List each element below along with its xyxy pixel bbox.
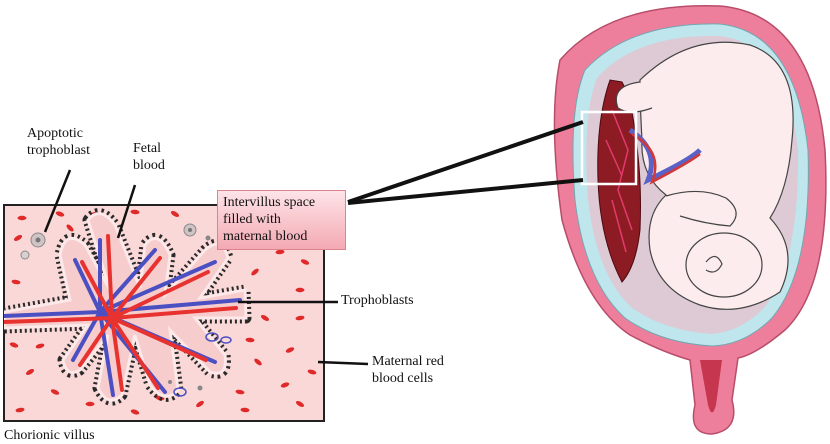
maternal-rbc [170,211,180,217]
zoom-lines [347,120,584,205]
maternal-rbc [295,287,305,293]
label-chorionic-villus: Chorionic villus [4,428,95,443]
maternal-rbc [50,389,60,395]
maternal-rbc [9,342,19,348]
maternal-rbc [275,249,285,255]
maternal-rbc [35,343,45,349]
maternal-rbc [280,382,290,388]
fetal-vein-red [4,234,238,392]
villus-core [4,212,248,402]
magnification-box [580,110,638,186]
maternal-rbc [130,409,140,415]
fetus-arm [665,190,737,227]
maternal-rbc [196,400,204,408]
maternal-rbc [55,211,65,217]
fetus-leg [615,81,653,113]
maternal-rbc [295,401,305,407]
label-trophoblasts: Trophoblasts [341,293,414,308]
placental-vessels [605,109,633,253]
villus-tree [4,208,252,406]
maternal-rbc [240,407,250,413]
label-fetal-blood: Fetal blood [133,141,165,173]
maternal-rbc [307,369,317,375]
maternal-rbc [13,235,23,241]
label-maternal-red-blood-cells: Maternal red blood cells [372,354,444,386]
maternal-rbc [235,389,245,395]
apoptotic-trophoblast-cells [20,223,232,397]
maternal-rbc [251,268,259,276]
maternal-rbc [17,215,27,221]
fetal-blood-vessels [4,234,242,397]
maternal-rbc [85,401,95,407]
maternal-rbc [15,407,25,413]
maternal-rbc [295,315,305,321]
maternal-rbc [245,337,255,343]
maternal-rbc [254,358,262,366]
maternal-rbc [11,279,21,285]
label-apoptotic-trophoblast: Apoptotic trophoblast [27,126,90,158]
uterus-illustration [553,4,827,435]
maternal-rbc [260,315,270,321]
maternal-rbc [66,224,74,232]
maternal-rbc [285,347,295,353]
fetus [615,41,794,310]
villus-leader-lines [43,169,369,366]
label-intervillus-space: Intervillus space filled with maternal b… [217,190,346,250]
fetus-body [639,41,794,310]
maternal-rbc [130,209,140,215]
maternal-rbc [300,259,310,265]
cervix [700,360,722,413]
umbilical-cord-red [631,132,701,185]
fetus-head [685,232,763,298]
fetus-ear [705,255,723,273]
maternal-rbc [25,369,35,375]
